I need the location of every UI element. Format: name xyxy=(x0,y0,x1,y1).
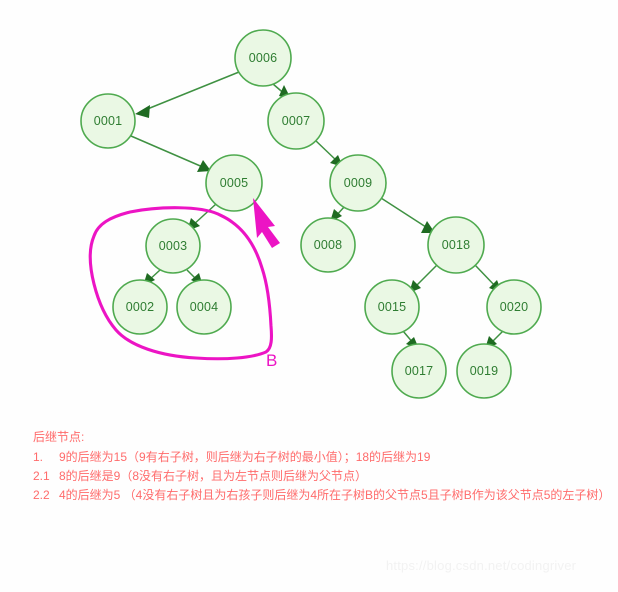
node-shape xyxy=(205,154,263,212)
tree-node-0003[interactable]: 0003 xyxy=(145,218,201,274)
tree-node-0004[interactable]: 0004 xyxy=(176,279,232,335)
note-line-2-1-text: 8的后继是9（8没有右子树，且为左节点则后继为父节点） xyxy=(59,469,368,483)
node-label: 0007 xyxy=(282,114,311,128)
tree-nodes: 0006 0001 0007 0005 0009 0003 xyxy=(80,29,542,399)
arrowhead-0006-0001 xyxy=(135,105,150,118)
edge-0007-0009 xyxy=(314,139,339,163)
note-line-2-1-number: 2.1 xyxy=(33,469,50,483)
node-shape xyxy=(267,92,325,150)
node-shape xyxy=(112,279,168,335)
node-shape xyxy=(80,93,136,149)
note-line-2-2: 2.2 4的后继为5 （4没有右子树且为右孩子则后继为4所在子树B的父节点5且子树… xyxy=(33,486,610,505)
node-label: 0020 xyxy=(500,300,529,314)
tree-node-0001[interactable]: 0001 xyxy=(80,93,136,149)
node-label: 0003 xyxy=(159,239,188,253)
tree-node-0002[interactable]: 0002 xyxy=(112,279,168,335)
note-line-2-2-text: 4的后继为5 （4没有右子树且为右孩子则后继为4所在子树B的父节点5且子树B作为… xyxy=(59,488,611,502)
note-line-2-2-number: 2.2 xyxy=(33,488,50,502)
note-line-1-text: 9的后继为15（9有右子树，则后继为右子树的最小值）；18的后继为19 xyxy=(59,450,431,464)
tree-node-0006[interactable]: 0006 xyxy=(234,29,292,87)
notes-block: 后继节点: 1. 9的后继为15（9有右子树，则后继为右子树的最小值）；18的后继… xyxy=(33,428,610,505)
node-label: 0019 xyxy=(470,364,499,378)
tree-node-0020[interactable]: 0020 xyxy=(486,279,542,335)
tree-node-0015[interactable]: 0015 xyxy=(364,279,420,335)
arrowhead-0001-0005 xyxy=(197,160,211,172)
node-shape xyxy=(456,343,512,399)
edge-0001-0005 xyxy=(130,135,206,169)
node-shape xyxy=(486,279,542,335)
node-shape xyxy=(364,279,420,335)
node-label: 0018 xyxy=(442,238,471,252)
tree-node-0017[interactable]: 0017 xyxy=(391,343,447,399)
pointer-arrow-to-0005 xyxy=(253,198,280,248)
tree-node-0007[interactable]: 0007 xyxy=(267,92,325,150)
note-line-1: 1. 9的后继为15（9有右子树，则后继为右子树的最小值）；18的后继为19 xyxy=(33,448,593,467)
watermark: https://blog.csdn.net/codingriver xyxy=(386,558,577,573)
note-line-1-number: 1. xyxy=(33,450,44,464)
node-label: 0017 xyxy=(405,364,434,378)
note-line-2-1: 2.1 8的后继是9（8没有右子树，且为左节点则后继为父节点） xyxy=(33,467,593,486)
subtree-label-b: B xyxy=(266,351,277,370)
node-label: 0005 xyxy=(220,176,249,190)
subtree-b-annotation: B xyxy=(88,198,280,370)
notes-title: 后继节点: xyxy=(33,430,85,444)
node-label: 0015 xyxy=(378,300,407,314)
tree-node-0019[interactable]: 0019 xyxy=(456,343,512,399)
node-label: 0008 xyxy=(314,238,343,252)
edge-0005-0003 xyxy=(191,203,217,227)
node-shape xyxy=(145,218,201,274)
node-shape xyxy=(300,217,356,273)
subtree-circle-highlight xyxy=(88,206,274,361)
tree-node-0008[interactable]: 0008 xyxy=(300,217,356,273)
tree-node-0009[interactable]: 0009 xyxy=(329,154,387,212)
tree-node-0005[interactable]: 0005 xyxy=(205,154,263,212)
node-shape xyxy=(391,343,447,399)
node-label: 0002 xyxy=(126,300,155,314)
edge-0009-0018 xyxy=(380,197,430,230)
node-label: 0004 xyxy=(190,300,219,314)
node-label: 0006 xyxy=(249,51,278,65)
edge-0018-0015 xyxy=(413,264,438,289)
node-shape xyxy=(329,154,387,212)
node-shape xyxy=(234,29,292,87)
node-label: 0001 xyxy=(94,114,123,128)
tree-node-0018[interactable]: 0018 xyxy=(427,216,485,274)
node-label: 0009 xyxy=(344,176,373,190)
edge-0006-0001 xyxy=(139,71,240,113)
node-shape xyxy=(176,279,232,335)
node-shape xyxy=(427,216,485,274)
